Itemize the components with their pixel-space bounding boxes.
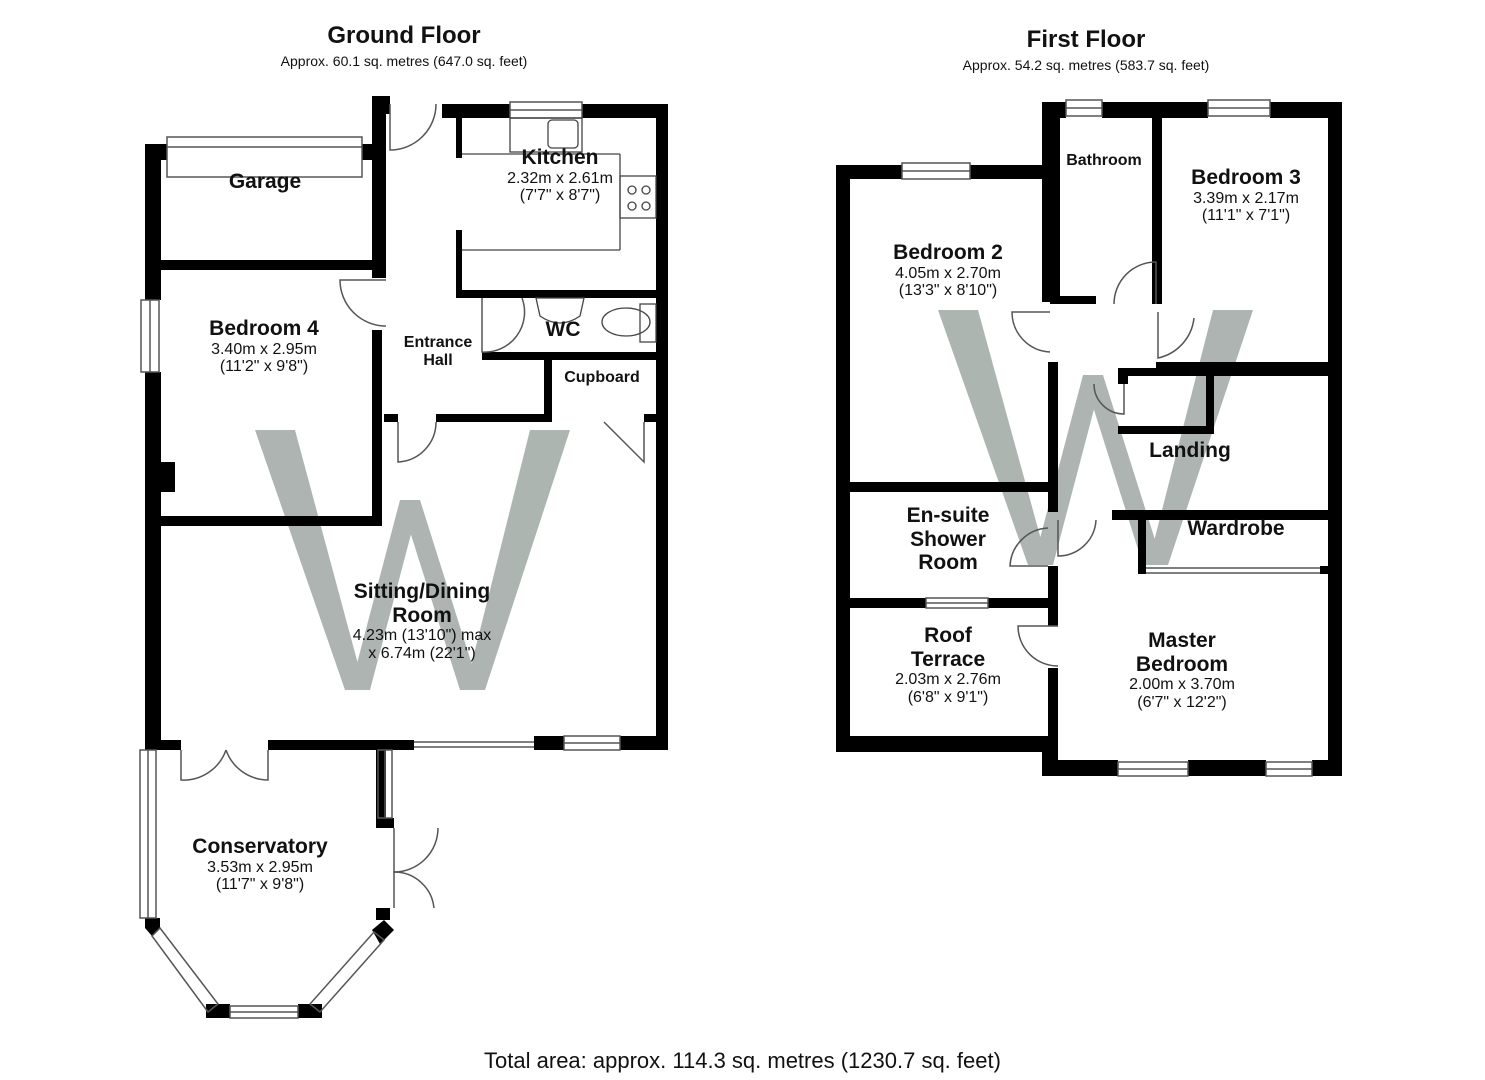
room-name-line1: En-suite [906, 504, 990, 527]
room-name: Cupboard [564, 369, 640, 386]
room-ensuite-shower: En-suite Shower Room [878, 504, 1018, 575]
room-name: Garage [228, 170, 302, 193]
room-wc: WC [533, 318, 593, 342]
room-dimensions-metric: 2.03m x 2.76m [895, 671, 1001, 689]
room-dimensions-metric: 2.32m x 2.61m [507, 169, 613, 187]
room-name-line2: Room [392, 603, 452, 627]
room-bedroom-3: Bedroom 3 3.39m x 2.17m (11'1" x 7'1") [1168, 166, 1324, 225]
room-dimensions-imperial: (11'2" x 9'8") [219, 358, 309, 376]
room-bathroom: Bathroom [1058, 152, 1150, 170]
room-dimensions-imperial: x 6.74m (22'1") [368, 644, 476, 662]
room-sitting-dining: Sitting/Dining Room 4.23m (13'10") max x… [322, 580, 522, 663]
room-name-line2: Bedroom [1135, 652, 1229, 676]
room-name: Bedroom 2 [893, 241, 1003, 264]
room-master-bedroom: Master Bedroom 2.00m x 3.70m (6'7" x 12'… [1102, 629, 1262, 712]
room-kitchen: Kitchen 2.32m x 2.61m (7'7" x 8'7") [480, 146, 640, 205]
ground-floor-area: Approx. 60.1 sq. metres (647.0 sq. feet) [280, 53, 528, 69]
room-name: Bedroom 4 [209, 317, 319, 340]
first-floor-area: Approx. 54.2 sq. metres (583.7 sq. feet) [962, 57, 1210, 73]
room-name: Wardrobe [1187, 517, 1285, 540]
watermark-logo-first [938, 310, 1253, 565]
room-dimensions-metric: 4.23m (13'10") max [352, 627, 492, 645]
first-floor-windows [901, 99, 1320, 777]
ground-floor-walls [145, 96, 668, 1018]
room-dimensions-metric: 3.39m x 2.17m [1193, 189, 1299, 207]
first-floor-title: First Floor [1026, 26, 1146, 53]
room-name-line3: Room [918, 551, 978, 575]
room-name: WC [545, 318, 581, 341]
room-landing: Landing [1130, 439, 1250, 463]
room-name: Bathroom [1066, 152, 1142, 169]
room-name: Landing [1149, 439, 1231, 462]
room-dimensions-metric: 3.40m x 2.95m [211, 340, 317, 358]
room-dimensions-metric: 4.05m x 2.70m [895, 264, 1001, 282]
room-wardrobe: Wardrobe [1168, 517, 1304, 541]
room-dimensions-metric: 2.00m x 3.70m [1129, 676, 1235, 694]
room-dimensions-imperial: (7'7" x 8'7") [519, 187, 601, 205]
room-name-line1: Master [1148, 629, 1216, 652]
room-name-line1: Roof [924, 624, 972, 647]
room-name-line1: Sitting/Dining [353, 580, 491, 603]
room-dimensions-imperial: (13'3" x 8'10") [898, 282, 998, 300]
ground-floor-windows [139, 101, 645, 1019]
room-dimensions-imperial: (6'7" x 12'2") [1137, 693, 1227, 711]
first-floor-walls [836, 102, 1342, 776]
room-garage: Garage [205, 170, 325, 194]
room-name-line2: Terrace [910, 647, 986, 671]
room-dimensions-imperial: (6'8" x 9'1") [907, 688, 989, 706]
room-name-line2: Shower [910, 527, 986, 551]
room-entrance-hall: Entrance Hall [388, 334, 488, 370]
room-dimensions-imperial: (11'1" x 7'1") [1201, 207, 1291, 225]
total-area: Total area: approx. 114.3 sq. metres (12… [484, 1048, 1001, 1073]
room-name: Bedroom 3 [1191, 166, 1301, 189]
room-cupboard: Cupboard [556, 369, 648, 387]
watermark-logo-ground [255, 430, 570, 690]
room-dimensions-metric: 3.53m x 2.95m [207, 858, 313, 876]
room-name-line2: Hall [423, 351, 453, 369]
room-roof-terrace: Roof Terrace 2.03m x 2.76m (6'8" x 9'1") [868, 624, 1028, 707]
room-name: Kitchen [521, 146, 599, 169]
room-dimensions-imperial: (11'7" x 9'8") [215, 876, 305, 894]
room-name: Conservatory [192, 835, 328, 858]
room-bedroom-2: Bedroom 2 4.05m x 2.70m (13'3" x 8'10") [868, 241, 1028, 300]
kitchen-fixtures [462, 117, 657, 343]
room-bedroom-4: Bedroom 4 3.40m x 2.95m (11'2" x 9'8") [184, 317, 344, 376]
ground-floor-title: Ground Floor [327, 22, 481, 49]
room-conservatory: Conservatory 3.53m x 2.95m (11'7" x 9'8"… [170, 835, 350, 894]
room-name-line1: Entrance [403, 334, 473, 351]
